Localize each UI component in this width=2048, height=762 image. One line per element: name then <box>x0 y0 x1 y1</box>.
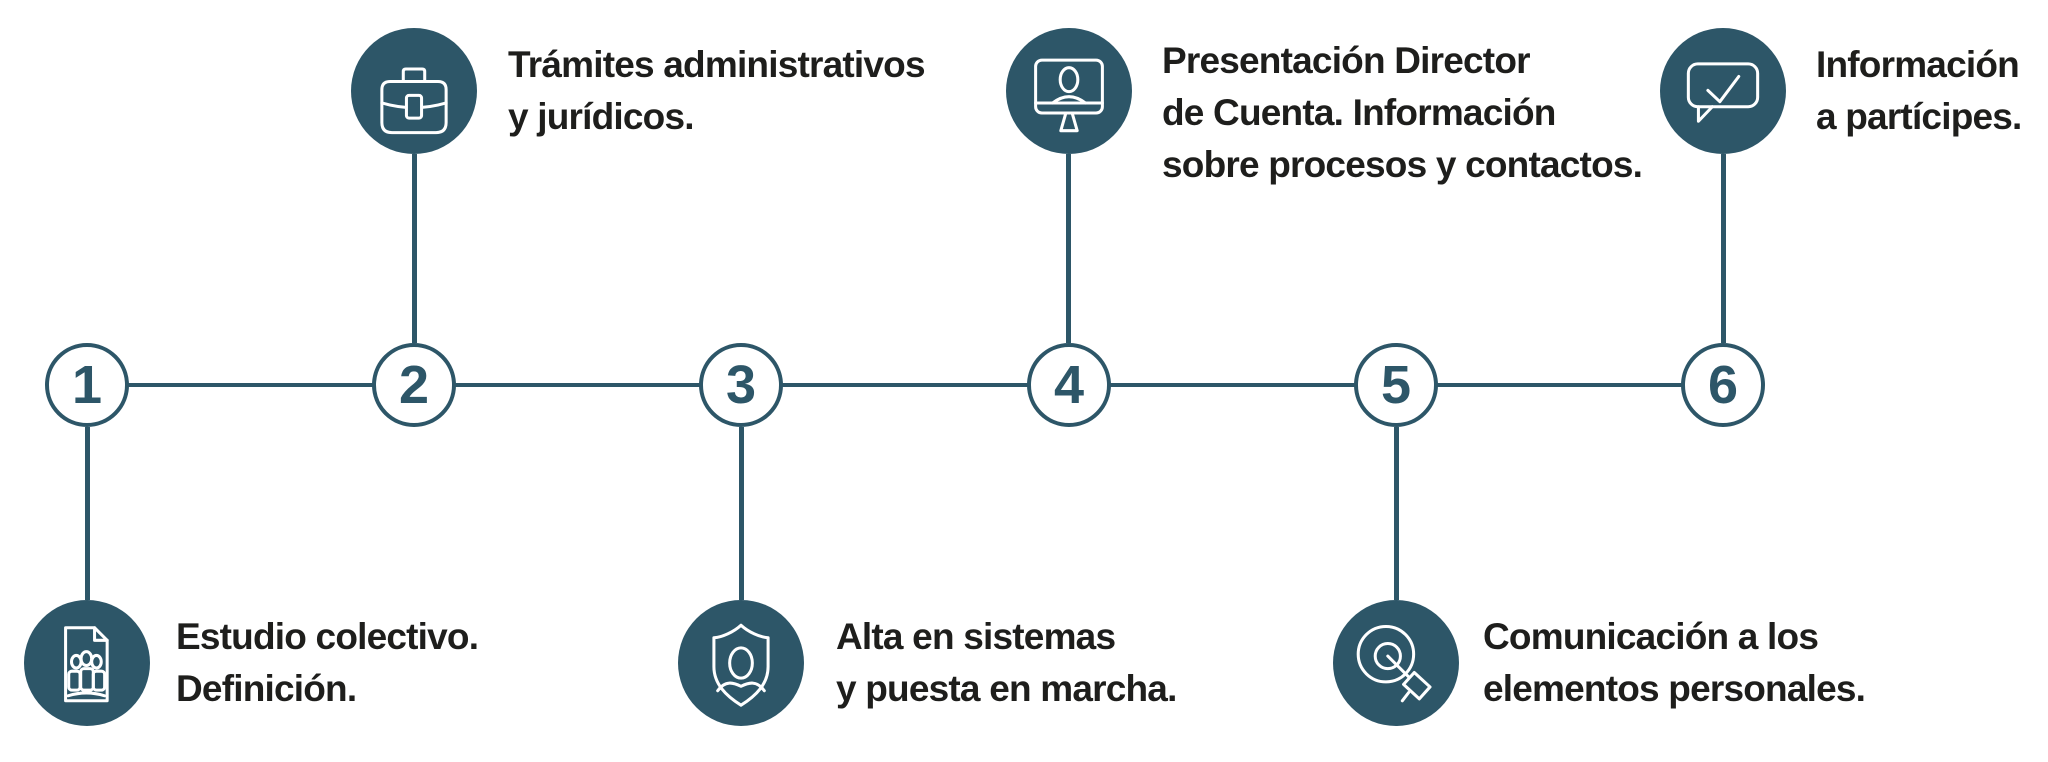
timeline-main-line <box>87 383 1723 387</box>
step-3-number: 3 <box>725 355 757 415</box>
step-3-label-line-1: Alta en sistemas <box>836 616 1116 657</box>
step-2-connector <box>412 154 417 343</box>
step-3-icon-circle <box>678 600 804 726</box>
step-3-label: Alta en sistemas y puesta en marcha. <box>836 611 1177 715</box>
step-6-number-circle: 6 <box>1681 343 1765 427</box>
briefcase-icon <box>380 67 448 135</box>
step-2-number: 2 <box>398 355 430 415</box>
step-6-label-line-1: Información <box>1816 44 2020 85</box>
step-5-number-circle: 5 <box>1354 343 1438 427</box>
step-1-number-circle: 1 <box>45 343 129 427</box>
step-2-number-circle: 2 <box>372 343 456 427</box>
step-1-label-line-1: Estudio colectivo. <box>176 616 479 657</box>
step-4-icon-circle <box>1006 28 1132 154</box>
step-6-label: Información a partícipes. <box>1816 39 2022 143</box>
document-people-icon <box>64 626 109 703</box>
step-6-connector <box>1721 154 1726 343</box>
step-4-number: 4 <box>1053 355 1085 415</box>
step-1-connector <box>85 427 90 600</box>
step-3-number-circle: 3 <box>699 343 783 427</box>
step-2-label: Trámites administrativos y jurídicos. <box>508 39 926 143</box>
step-5-number: 5 <box>1380 355 1412 415</box>
step-4-number-circle: 4 <box>1027 343 1111 427</box>
step-6-icon-circle <box>1660 28 1786 154</box>
step-2-label-line-2: y jurídicos. <box>508 96 695 137</box>
step-5-connector <box>1394 427 1399 600</box>
step-4-connector <box>1066 154 1071 343</box>
step-4-label-line-3: sobre procesos y contactos. <box>1162 144 1643 185</box>
target-arrow-icon <box>1356 624 1432 703</box>
step-5-icon-circle <box>1333 600 1459 726</box>
step-1-icon-circle <box>24 600 150 726</box>
step-4-label-line-1: Presentación Director <box>1162 40 1531 81</box>
speech-bubble-check-icon <box>1686 62 1760 123</box>
shield-person-icon <box>712 623 770 707</box>
step-5-label-line-1: Comunicación a los <box>1483 616 1819 657</box>
monitor-person-icon <box>1034 58 1104 133</box>
step-5-label: Comunicación a los elementos personales. <box>1483 611 1866 715</box>
step-3-connector <box>739 427 744 600</box>
step-1-number: 1 <box>71 355 103 415</box>
step-2-icon-circle <box>351 28 477 154</box>
step-5-label-line-2: elementos personales. <box>1483 668 1866 709</box>
step-6-number: 6 <box>1707 355 1739 415</box>
step-6-label-line-2: a partícipes. <box>1816 96 2022 137</box>
step-2-label-line-1: Trámites administrativos <box>508 44 926 85</box>
step-4-label: Presentación Director de Cuenta. Informa… <box>1162 35 1643 191</box>
step-1-label: Estudio colectivo. Definición. <box>176 611 479 715</box>
step-3-label-line-2: y puesta en marcha. <box>836 668 1177 709</box>
step-4-label-line-2: de Cuenta. Información <box>1162 92 1556 133</box>
step-1-label-line-2: Definición. <box>176 668 357 709</box>
